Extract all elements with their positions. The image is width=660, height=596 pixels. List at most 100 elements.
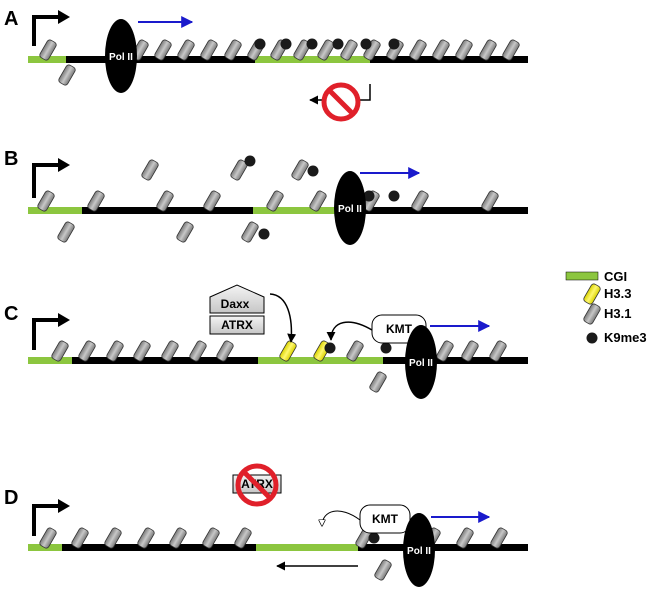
panel-letter-d: D	[4, 487, 18, 509]
h31-nucleosome	[78, 340, 96, 362]
h31-nucleosome	[39, 527, 57, 549]
k9me3-mark	[244, 155, 256, 167]
k9me3-mark	[254, 38, 266, 50]
h31-nucleosome	[409, 39, 427, 61]
h31-nucleosome	[137, 527, 155, 549]
h31-nucleosome	[57, 221, 75, 243]
h31-nucleosome	[317, 39, 335, 61]
legend: CGI H3.3 H3.1 K9me3	[565, 269, 647, 345]
h31-nucleosome	[461, 340, 479, 362]
daxx-atrx-complex: Daxx ATRX	[209, 284, 265, 335]
h31-nucleosome	[436, 340, 454, 362]
h31-nucleosome	[456, 527, 474, 549]
atrx-inhibited: ATRX	[232, 463, 282, 507]
h31-nucleosome	[374, 559, 392, 581]
pol-ii: Pol II	[403, 513, 435, 587]
h33-swatch	[583, 283, 601, 305]
pol-ii-label: Pol II	[109, 52, 133, 63]
h31-nucleosome	[489, 340, 507, 362]
h31-nucleosome	[58, 64, 76, 86]
cgi-swatch	[565, 271, 599, 281]
h31-nucleosome	[340, 39, 358, 61]
k9me3-mark	[368, 532, 380, 544]
tss-arrow	[32, 504, 62, 536]
cgi-segment	[28, 207, 82, 214]
h31-nucleosome	[141, 159, 159, 181]
h31-nucleosome	[224, 39, 242, 61]
h31-nucleosome	[133, 340, 151, 362]
k9me3-mark	[360, 38, 372, 50]
h31-nucleosome	[154, 39, 172, 61]
h31-nucleosome	[156, 190, 174, 212]
h31-nucleosome	[479, 39, 497, 61]
k9me3-mark	[332, 38, 344, 50]
kmt-label: KMT	[372, 512, 399, 526]
panel-letter-c: C	[4, 303, 18, 325]
h31-nucleosome	[189, 340, 207, 362]
panel-letter-b: B	[4, 148, 18, 170]
pol-ii: Pol II	[105, 19, 137, 93]
h31-nucleosome	[490, 527, 508, 549]
h31-nucleosome	[176, 221, 194, 243]
h31-nucleosome	[234, 527, 252, 549]
tss-arrow	[32, 318, 62, 350]
h31-nucleosome	[104, 527, 122, 549]
h31-swatch	[583, 303, 601, 325]
inhibit-icon	[235, 463, 279, 507]
tss-arrow-head	[58, 313, 70, 327]
cgi-segment	[255, 56, 370, 63]
methylation-arrow-weak	[322, 510, 361, 526]
h31-nucleosome	[216, 340, 234, 362]
k9me3-mark	[363, 190, 375, 202]
k9me3-mark	[258, 228, 270, 240]
h31-nucleosome	[202, 527, 220, 549]
inhibit-icon	[321, 82, 361, 122]
h31-nucleosome	[346, 340, 364, 362]
k9me3-mark	[388, 190, 400, 202]
tss-arrow	[32, 163, 62, 198]
pol-ii-label: Pol II	[409, 358, 433, 369]
h31-nucleosome	[309, 190, 327, 212]
h31-nucleosome	[51, 340, 69, 362]
cgi-segment	[28, 357, 72, 364]
legend-label-h31: H3.1	[604, 306, 631, 321]
k9me3-mark	[388, 38, 400, 50]
h31-nucleosome	[37, 190, 55, 212]
pol-ii-label: Pol II	[407, 546, 431, 557]
h31-nucleosome	[293, 39, 311, 61]
k9me3-mark	[306, 38, 318, 50]
h31-nucleosome	[39, 39, 57, 61]
panel-letter-a: A	[4, 8, 18, 30]
h31-nucleosome	[481, 190, 499, 212]
h31-nucleosome	[177, 39, 195, 61]
h31-swatch	[583, 303, 601, 325]
cgi-segment	[253, 207, 335, 214]
h31-nucleosome	[200, 39, 218, 61]
h33-swatch	[583, 283, 601, 305]
panel-b: B Pol II	[4, 148, 528, 245]
legend-item-cgi: CGI	[565, 269, 627, 284]
k9me3-mark	[307, 165, 319, 177]
atrx-label: ATRX	[221, 318, 253, 332]
pol-ii: Pol II	[334, 171, 366, 245]
daxx-shape	[209, 284, 265, 314]
k9me3-mark	[280, 38, 292, 50]
panel-d: D ATRX KMT Pol II	[4, 463, 528, 587]
legend-item-h31: H3.1	[583, 303, 631, 325]
h31-nucleosome	[71, 527, 89, 549]
legend-label-cgi: CGI	[604, 269, 627, 284]
h31-nucleosome	[203, 190, 221, 212]
h31-nucleosome	[502, 39, 520, 61]
h31-nucleosome	[432, 39, 450, 61]
tss-arrow	[32, 15, 62, 46]
panel-a: A Pol II	[4, 8, 528, 122]
h31-nucleosome	[369, 371, 387, 393]
h31-nucleosome	[161, 340, 179, 362]
daxx-label: Daxx	[221, 297, 250, 311]
h31-nucleosome	[291, 159, 309, 181]
h31-nucleosome	[87, 190, 105, 212]
kmt-label: KMT	[386, 322, 413, 336]
legend-item-h33: H3.3	[583, 283, 631, 305]
h31-nucleosome	[230, 159, 248, 181]
